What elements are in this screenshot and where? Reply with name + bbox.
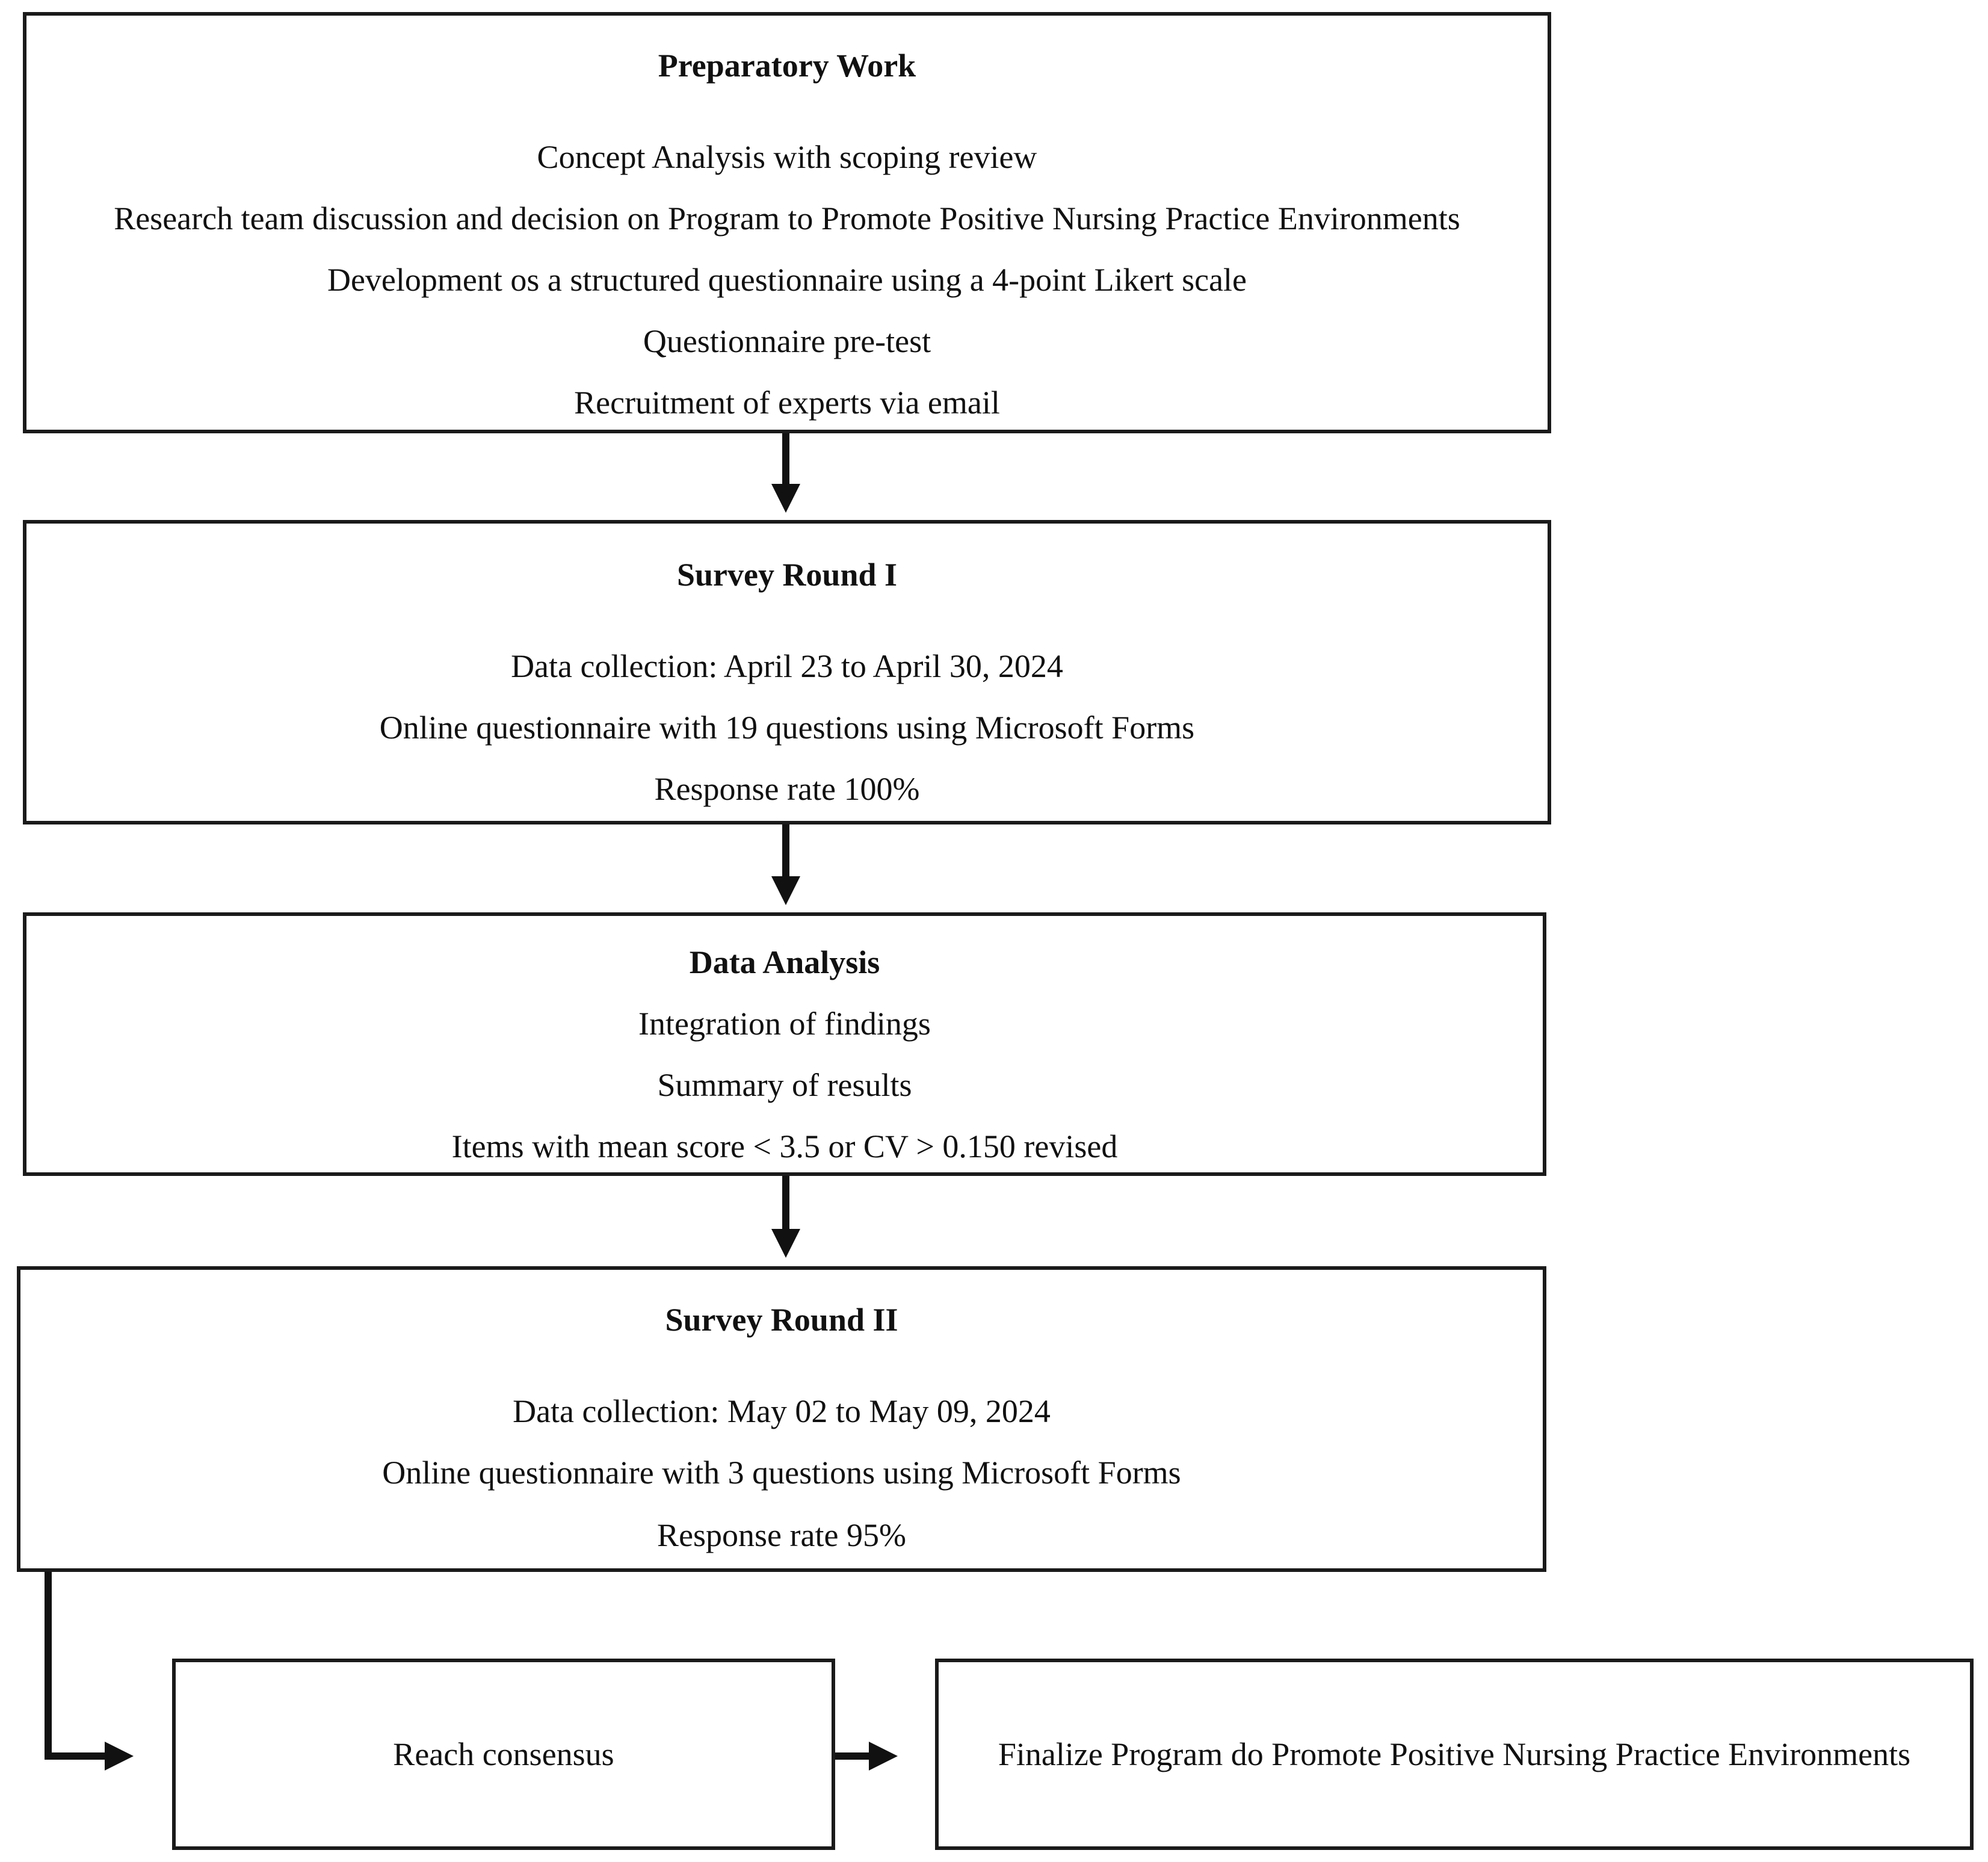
survey-round-1-item-3: Response rate 100% xyxy=(654,771,920,807)
arrow-round2-to-consensus xyxy=(45,1572,134,1771)
survey-round-1-title: Survey Round I xyxy=(676,557,898,593)
data-analysis-item-2: Summary of results xyxy=(657,1067,912,1103)
survey-round-1-box: Survey Round I Data collection: April 23… xyxy=(23,520,1551,824)
finalize-program-label: Finalize Program do Promote Positive Nur… xyxy=(998,1736,1911,1772)
preparatory-item-2: Research team discussion and decision on… xyxy=(114,200,1460,237)
reach-consensus-label: Reach consensus xyxy=(393,1736,614,1772)
preparatory-item-1: Concept Analysis with scoping review xyxy=(537,139,1037,175)
data-analysis-item-1: Integration of findings xyxy=(638,1006,931,1042)
survey-round-1-item-1: Data collection: April 23 to April 30, 2… xyxy=(511,648,1063,684)
preparatory-work-box: Preparatory Work Concept Analysis with s… xyxy=(23,12,1551,433)
survey-round-2-item-3: Response rate 95% xyxy=(657,1517,906,1553)
preparatory-work-title: Preparatory Work xyxy=(658,48,916,84)
survey-round-2-box: Survey Round II Data collection: May 02 … xyxy=(17,1266,1546,1572)
survey-round-2-item-2: Online questionnaire with 3 questions us… xyxy=(382,1455,1181,1491)
finalize-program-box: Finalize Program do Promote Positive Nur… xyxy=(935,1659,1974,1850)
preparatory-item-3: Development os a structured questionnair… xyxy=(327,262,1247,298)
data-analysis-box: Data Analysis Integration of findings Su… xyxy=(23,912,1546,1176)
preparatory-item-5: Recruitment of experts via email xyxy=(574,385,1000,421)
survey-round-1-item-2: Online questionnaire with 19 questions u… xyxy=(379,710,1195,746)
preparatory-item-4: Questionnaire pre-test xyxy=(643,323,931,359)
data-analysis-item-3: Items with mean score < 3.5 or CV > 0.15… xyxy=(451,1128,1118,1165)
survey-round-2-title: Survey Round II xyxy=(665,1302,898,1338)
data-analysis-title: Data Analysis xyxy=(689,944,880,980)
reach-consensus-box: Reach consensus xyxy=(172,1659,835,1850)
survey-round-2-item-1: Data collection: May 02 to May 09, 2024 xyxy=(513,1393,1051,1429)
